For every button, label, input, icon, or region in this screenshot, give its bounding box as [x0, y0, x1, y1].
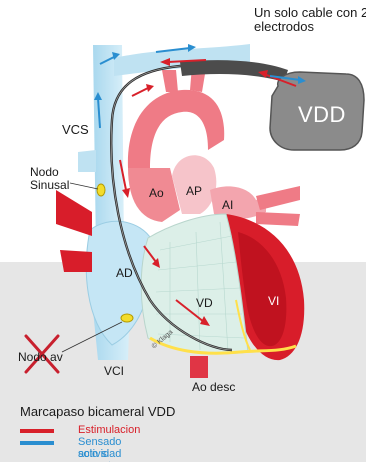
- aorta-arch: [128, 90, 224, 168]
- device-label: VDD: [298, 102, 346, 128]
- label-av-node: Nodo av: [18, 350, 63, 364]
- descending-aorta: [190, 356, 208, 378]
- label-ivc: VCI: [104, 364, 124, 378]
- diagram-caption: Marcapaso bicameral VDD: [20, 404, 175, 419]
- legend-swatch-red: [20, 429, 54, 433]
- av-node-dot: [121, 314, 133, 322]
- label-pulmonary-artery: AP: [186, 184, 202, 198]
- pulmonary-veins: [256, 186, 300, 226]
- label-sinus-node: Nodo Sinusal: [30, 166, 74, 192]
- label-right-atrium: AD: [116, 266, 133, 280]
- label-left-ventricle: VI: [268, 294, 279, 308]
- legend-label: actividad espontanea: [78, 448, 135, 462]
- svc-side-branch: [78, 150, 96, 172]
- sinus-node-dot: [97, 184, 105, 196]
- legend-swatch-blue: [20, 441, 54, 445]
- left-lower-vessel: [60, 250, 92, 272]
- left-pulm-vessel: [56, 190, 92, 236]
- legend-label: Estimulacion: [78, 424, 140, 436]
- label-descending-aorta: Ao desc: [192, 380, 235, 394]
- label-right-ventricle: VD: [196, 296, 213, 310]
- label-left-atrium: AI: [222, 198, 233, 212]
- label-aorta: Ao: [149, 186, 164, 200]
- label-vcs: VCS: [62, 122, 89, 137]
- sinus-node-pointer: [70, 183, 98, 189]
- cable-note: Un solo cable con 2 electrodos: [254, 6, 366, 34]
